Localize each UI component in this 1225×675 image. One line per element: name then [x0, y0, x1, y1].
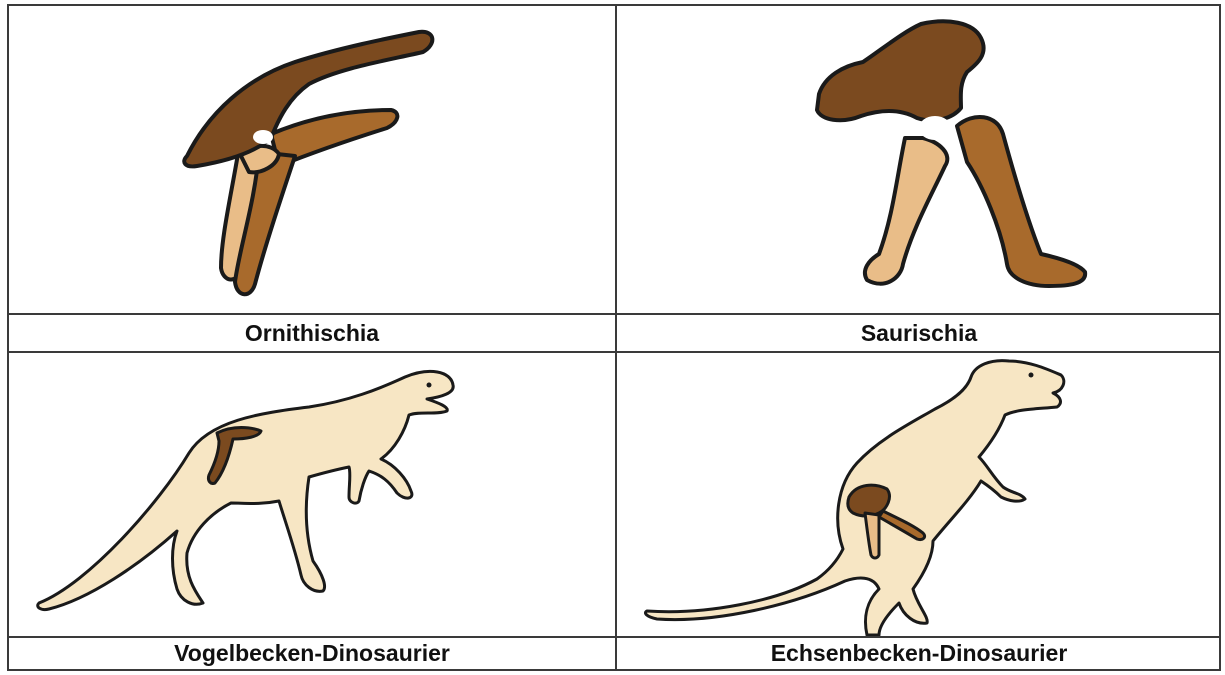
ornithischia-pelvis-panel [9, 6, 615, 313]
comparison-grid: Ornithischia Saurischia Vogelbecken-Dino… [7, 4, 1221, 671]
ornithischian-pelvis-icon [9, 6, 615, 313]
saurischian-dinosaur-icon [617, 353, 1221, 636]
echsenbecken-dinosaur-panel [617, 353, 1221, 636]
ornithischian-dinosaur-icon [9, 353, 615, 636]
saurischian-pelvis-icon [617, 6, 1221, 313]
saurischia-pelvis-panel [617, 6, 1221, 313]
label-saurischia: Saurischia [617, 315, 1221, 351]
label-vogelbecken-dinosaurier: Vogelbecken-Dinosaurier [9, 638, 615, 669]
label-echsenbecken-dinosaurier: Echsenbecken-Dinosaurier [617, 638, 1221, 669]
label-ornithischia: Ornithischia [9, 315, 615, 351]
vogelbecken-dinosaur-panel [9, 353, 615, 636]
